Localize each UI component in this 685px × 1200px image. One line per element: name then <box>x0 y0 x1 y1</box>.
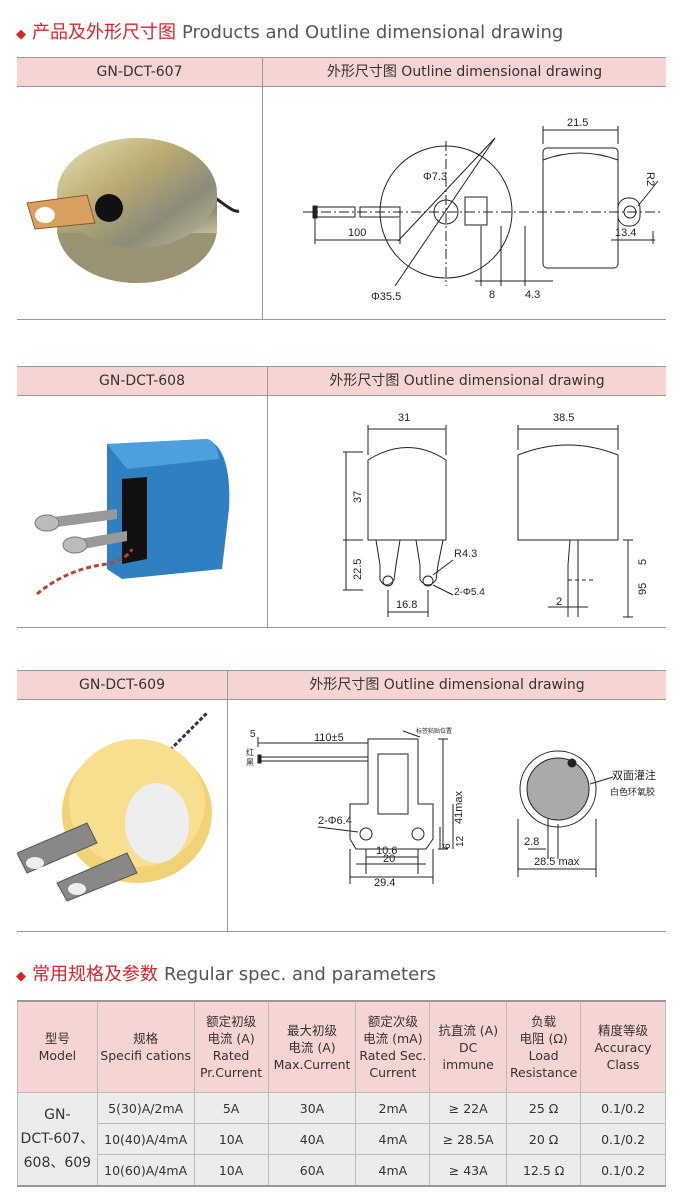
table-cell: 40A <box>267 1123 357 1155</box>
table-row: GN-DCT-607、608、609 5(30)A/2mA 5A 30A 2mA… <box>17 1092 666 1187</box>
dim-label: 100 <box>348 227 366 239</box>
model-label: GN-DCT-607 <box>96 64 183 80</box>
table-cell: 10A <box>193 1154 269 1187</box>
dim-label: 41max <box>453 790 465 824</box>
header-dc-immune: 抗直流 (A)DC immune <box>429 1000 508 1093</box>
dim-label: 标签粘贴位置 <box>416 727 452 735</box>
table-row: 10(40)A/4mA 10A 40A 4mA ≥ 28.5A 20 Ω 0.1… <box>18 1123 666 1155</box>
dim-label: Φ7.3 <box>423 171 447 183</box>
table-cell: 10(40)A/4mA <box>96 1123 195 1155</box>
dim-label: Φ35.5 <box>371 291 401 303</box>
outline-drawing-607: Φ7.3 100 Φ35.5 8 4.3 21.5 R2 13.4 <box>303 117 663 303</box>
table-cell: 0.1/0.2 <box>580 1092 666 1124</box>
model-cell: GN-DCT-607、608、609 <box>17 1092 98 1187</box>
table-cell: 10(60)A/4mA <box>96 1154 195 1187</box>
dim-label: 黑 <box>246 758 254 767</box>
dim-label: R4.3 <box>454 548 477 560</box>
divider <box>262 58 263 320</box>
product-photo-607 <box>26 138 240 283</box>
dim-label: 95 <box>637 583 649 595</box>
dim-label: 29.4 <box>374 877 395 889</box>
table-cell: 5(30)A/2mA <box>96 1092 195 1124</box>
dim-label: 2-Φ5.4 <box>454 587 485 598</box>
table-cell: 0.1/0.2 <box>580 1154 666 1187</box>
drawing-title: 外形尺寸图 Outline dimensional drawing <box>329 373 605 389</box>
product-photo-609 <box>17 711 212 902</box>
table-cell: 5A <box>193 1092 269 1124</box>
table-cell: ≥ 22A <box>429 1092 508 1124</box>
table-cell: ≥ 28.5A <box>429 1123 508 1155</box>
table-cell: 20 Ω <box>506 1123 582 1155</box>
panel-gn-dct-607: GN-DCT-607 外形尺寸图 Outline dimensional dra… <box>17 57 666 320</box>
dim-label: 5 <box>637 559 649 565</box>
outline-drawing-608: 31 38.5 37 22.5 R4.3 2-Φ5.4 16.8 5 95 2 <box>343 412 649 618</box>
dim-label: 110±5 <box>314 732 344 744</box>
dim-label: 10.6 <box>376 845 397 857</box>
table-row: 10(60)A/4mA 10A 60A 4mA ≥ 43A 12.5 Ω 0.1… <box>18 1154 666 1187</box>
table-cell: 2mA <box>355 1092 431 1124</box>
table-cell: 4mA <box>355 1123 431 1155</box>
table-cell: 25 Ω <box>506 1092 582 1124</box>
dim-label: 5 <box>250 729 256 740</box>
diamond-bullet-icon: ◆ <box>16 969 26 984</box>
dim-label: 双面灌注 <box>612 768 656 782</box>
dim-label: 12 <box>455 835 466 847</box>
dim-label: 红 <box>246 747 254 757</box>
panel-header: GN-DCT-607 外形尺寸图 Outline dimensional dra… <box>17 58 666 87</box>
divider <box>267 367 268 628</box>
header-rated-secondary-current: 额定次级电流 (mA)Rated Sec.Current <box>355 1000 431 1093</box>
dim-label: 38.5 <box>553 412 574 424</box>
table-cell: 4mA <box>355 1154 431 1187</box>
model-label: GN-DCT-608 <box>99 373 185 389</box>
table-cell: 60A <box>267 1154 357 1187</box>
dim-label: 2-Φ6.4 <box>318 815 352 827</box>
header-max-current: 最大初级电流 (A)Max.Current <box>267 1000 357 1093</box>
dim-label: 6 <box>442 843 453 849</box>
table-cell: ≥ 43A <box>429 1154 508 1187</box>
diamond-bullet-icon: ◆ <box>16 27 26 42</box>
dim-label: 2.8 <box>524 836 539 848</box>
panel-gn-dct-609: GN-DCT-609 外形尺寸图 Outline dimensional dra… <box>17 670 666 932</box>
table-cell: 12.5 Ω <box>506 1154 582 1187</box>
table-cell: 30A <box>267 1092 357 1124</box>
dim-label: 16.8 <box>396 599 417 611</box>
dim-label: 28.5 max <box>534 856 580 868</box>
dim-label: 21.5 <box>567 117 588 129</box>
dim-label: 31 <box>398 412 410 424</box>
model-label: GN-DCT-609 <box>79 677 165 693</box>
drawing-title: 外形尺寸图 Outline dimensional drawing <box>309 677 585 693</box>
dim-label: 4.3 <box>525 289 540 301</box>
panel-header: GN-DCT-609 外形尺寸图 Outline dimensional dra… <box>17 671 666 700</box>
dim-label: 8 <box>489 289 495 301</box>
panel-gn-dct-608: GN-DCT-608 外形尺寸图 Outline dimensional dra… <box>17 366 666 628</box>
table-cell: 0.1/0.2 <box>580 1123 666 1155</box>
drawing-title: 外形尺寸图 Outline dimensional drawing <box>326 64 603 80</box>
panel-header: GN-DCT-608 外形尺寸图 Outline dimensional dra… <box>17 367 666 396</box>
dim-label: 37 <box>352 491 364 503</box>
product-photo-608 <box>34 439 230 596</box>
dim-label: 22.5 <box>352 559 364 580</box>
dim-label: 20 <box>383 853 395 865</box>
dim-label: 白色环氧胶 <box>610 786 655 797</box>
divider <box>227 671 228 932</box>
table-cell: 10A <box>193 1123 269 1155</box>
dim-label: R2 <box>644 172 656 186</box>
dim-label: 2 <box>556 596 562 608</box>
outline-drawing-609: 5 110±5 红 黑 标签粘贴位置 41max 2-Φ6.4 10.6 20 … <box>246 727 656 889</box>
dim-label: 13.4 <box>615 227 636 239</box>
